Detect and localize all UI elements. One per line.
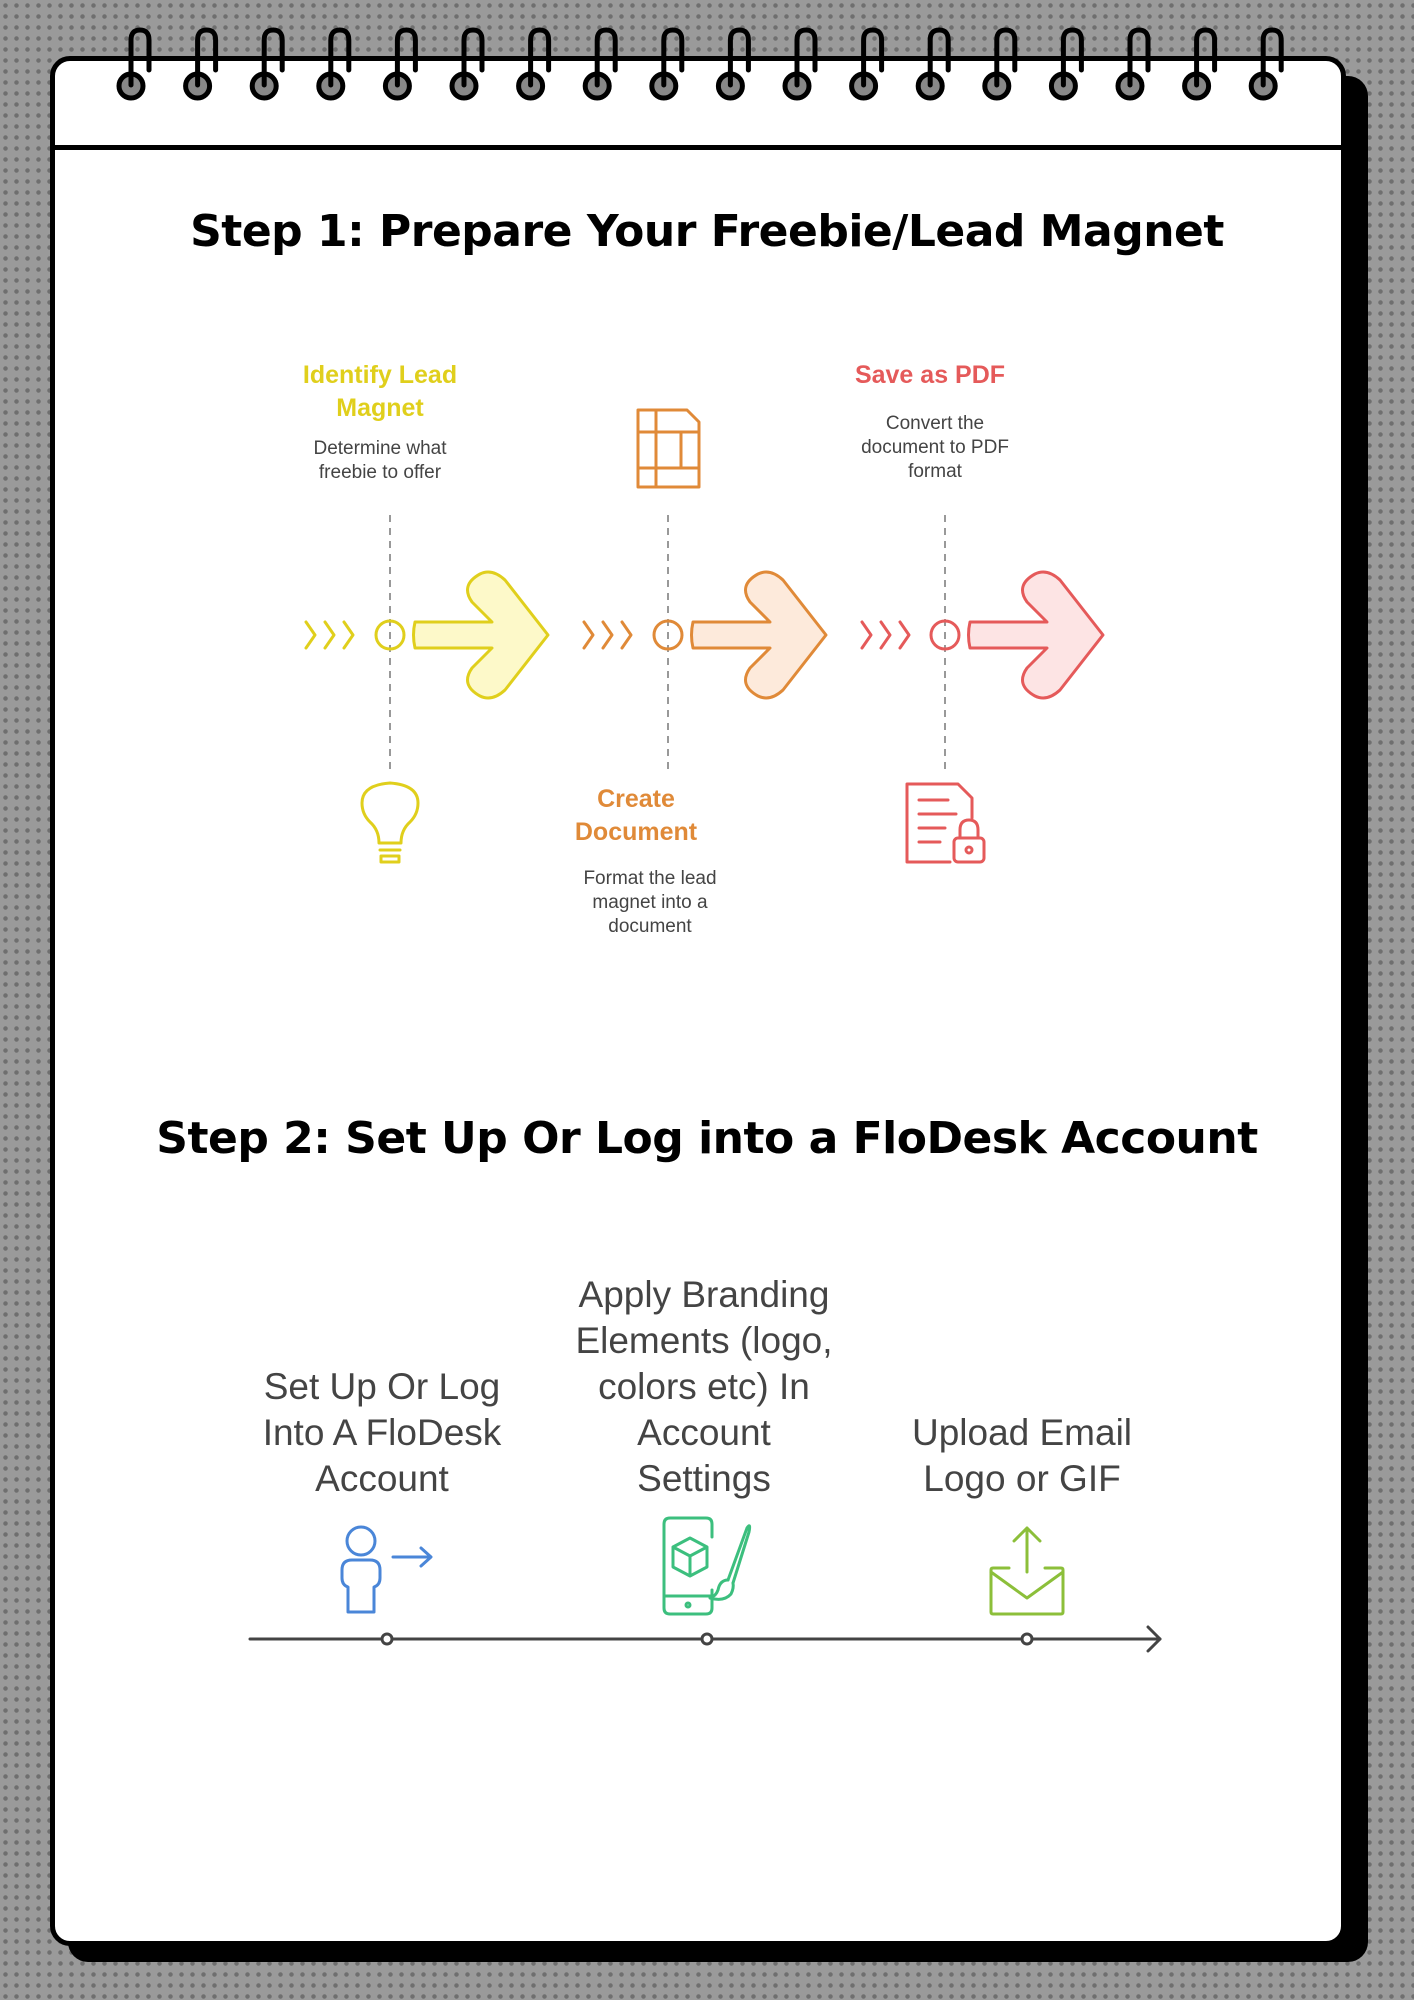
stage-1-node	[374, 619, 406, 651]
notebook-page	[50, 56, 1346, 1946]
mobile-design-icon	[662, 1516, 752, 1616]
step2-item-2-line5: Settings	[637, 1458, 771, 1499]
mail-upload-icon	[989, 1526, 1065, 1616]
step1-item-2-desc-l2: magnet into a	[592, 892, 708, 913]
step2-item-1-line3: Account	[315, 1458, 449, 1499]
stage-3-node	[929, 619, 961, 651]
step2-item-3-label: Upload Email Logo or GIF	[872, 1410, 1172, 1502]
step1-item-1-desc-l1: Determine what	[313, 438, 447, 459]
step2-item-2-label: Apply Branding Elements (logo, colors et…	[544, 1272, 864, 1502]
step1-item-2-title-l1: Create	[597, 785, 675, 813]
step1-item-2-label: Create Document	[496, 783, 776, 849]
step2-item-3-line2: Logo or GIF	[923, 1458, 1121, 1499]
timeline-node-3	[1020, 1632, 1034, 1646]
stage-3-arrow	[860, 570, 1105, 700]
step1-item-1-label: Identify Lead Magnet Determine what free…	[240, 359, 520, 485]
stage-2-node	[652, 619, 684, 651]
step1-item-3-desc-l1: Convert the	[885, 413, 985, 434]
user-login-icon	[340, 1525, 433, 1614]
step1-item-1-title-l1: Identify Lead	[302, 361, 458, 389]
stage-1-arrow	[304, 570, 550, 700]
chevrons-icon	[860, 620, 911, 650]
step2-item-2-line1: Apply Branding	[578, 1274, 830, 1315]
chevrons-icon	[304, 620, 355, 650]
document-layout-icon	[636, 408, 701, 489]
step1-item-2-description: Format the lead magnet into a document	[510, 867, 790, 939]
step2-item-1-line1: Set Up Or Log	[263, 1366, 501, 1407]
step2-item-1-label: Set Up Or Log Into A FloDesk Account	[232, 1364, 532, 1502]
stage-1-big-arrow	[412, 570, 550, 700]
stage-2-arrow	[582, 570, 828, 700]
step1-item-1-title-l2: Magnet	[336, 394, 424, 422]
timeline-node-2	[700, 1632, 714, 1646]
binder-divider	[55, 145, 1341, 150]
step1-item-2-desc-l3: document	[608, 916, 692, 937]
step2-item-1-line2: Into A FloDesk	[262, 1412, 502, 1453]
step2-title: Step 2: Set Up Or Log into a FloDesk Acc…	[156, 1113, 1258, 1164]
step1-item-3-label: Save as PDF	[790, 359, 1070, 392]
step1-item-2-desc-l1: Format the lead	[583, 868, 717, 889]
stage-3-big-arrow	[967, 570, 1105, 700]
locked-file-icon	[905, 782, 986, 864]
step2-item-2-line2: Elements (logo,	[575, 1320, 833, 1361]
chevrons-icon	[582, 620, 633, 650]
step1-item-1-desc-l2: freebie to offer	[318, 462, 442, 483]
timeline-node-1	[380, 1632, 394, 1646]
step1-item-3-title: Save as PDF	[854, 361, 1006, 389]
step2-item-3-line1: Upload Email	[911, 1412, 1133, 1453]
step2-item-2-line3: colors etc) In	[598, 1366, 810, 1407]
step1-item-3-description: Convert the document to PDF format	[795, 412, 1075, 484]
step1-item-2-title-l2: Document	[574, 818, 698, 846]
step1-title: Step 1: Prepare Your Freebie/Lead Magnet	[190, 206, 1224, 257]
step1-item-3-desc-l2: document to PDF	[861, 437, 1009, 458]
step2-item-2-line4: Account	[637, 1412, 771, 1453]
lightbulb-icon	[360, 781, 420, 864]
step1-item-3-desc-l3: format	[908, 461, 962, 482]
timeline-arrowhead	[1146, 1625, 1162, 1653]
stage-2-big-arrow	[690, 570, 828, 700]
